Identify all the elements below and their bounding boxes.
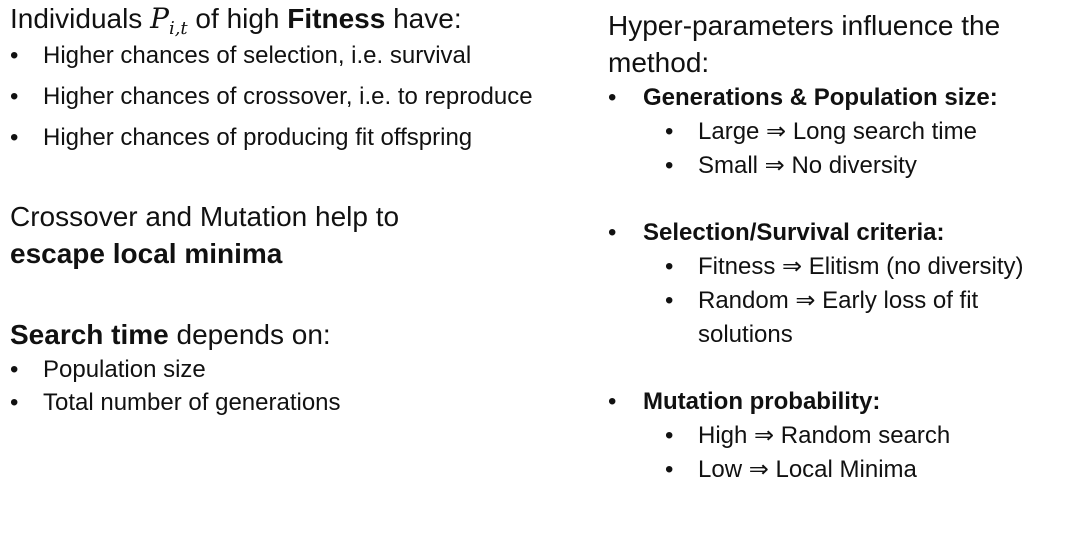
individual-variable: Pi,t [150,2,188,38]
fitness-bullet-list: Higher chances of selection, i.e. surviv… [10,39,570,154]
fitness-heading-suffix: have: [385,3,462,34]
individual-variable-subscript: i,t [168,18,188,39]
crossover-emphasis: escape local minima [10,238,283,269]
list-item: Higher chances of producing fit offsprin… [10,121,570,154]
list-item: Fitness ⇒ Elitism (no diversity) [665,250,1084,284]
group-mutation-probability: Mutation probability: High ⇒ Random sear… [608,385,1084,487]
group-title: Generations & Population size: [643,84,998,111]
fitness-heading-middle: of high [187,3,288,34]
list-item: Large ⇒ Long search time [665,115,1084,149]
group-selection-survival: Selection/Survival criteria: Fitness ⇒ E… [608,216,1084,352]
list-item: High ⇒ Random search [665,419,1084,453]
list-item: Low ⇒ Local Minima [665,453,1084,487]
group-title: Selection/Survival criteria: [643,219,945,246]
crossover-statement: Crossover and Mutation help to escape lo… [10,198,570,272]
list-item: Higher chances of selection, i.e. surviv… [10,39,570,72]
list-item: Population size [10,353,570,386]
search-time-suffix: depends on: [168,319,331,350]
list-item: Small ⇒ No diversity [665,149,1084,183]
left-column: Individuals Pi,t of high Fitness have: H… [10,0,570,419]
hyperparameter-groups: Generations & Population size: Large ⇒ L… [608,81,1084,487]
individual-variable-main: P [150,2,169,35]
list-item: Higher chances of crossover, i.e. to rep… [10,80,570,113]
fitness-heading: Individuals Pi,t of high Fitness have: [10,0,570,38]
crossover-line: Crossover and Mutation help to [10,201,400,232]
fitness-term: Fitness [287,3,386,34]
search-time-term: Search time [10,319,169,350]
search-time-bullet-list: Population size Total number of generati… [10,353,570,419]
fitness-heading-prefix: Individuals [10,3,151,34]
group-item-list: Fitness ⇒ Elitism (no diversity) Random … [665,250,1084,352]
group-title: Mutation probability: [643,388,881,415]
group-item-list: Large ⇒ Long search time Small ⇒ No dive… [665,115,1084,183]
group-item-list: High ⇒ Random search Low ⇒ Local Minima [665,419,1084,487]
hyperparameters-heading: Hyper-parameters influence the method: [608,10,1001,78]
group-generations-population: Generations & Population size: Large ⇒ L… [608,81,1084,183]
right-column: Hyper-parameters influence the method: G… [608,0,1084,487]
search-time-heading: Search time depends on: [10,316,570,353]
list-item: Total number of generations [10,386,570,419]
list-item: Random ⇒ Early loss of fit solutions [665,284,1028,352]
